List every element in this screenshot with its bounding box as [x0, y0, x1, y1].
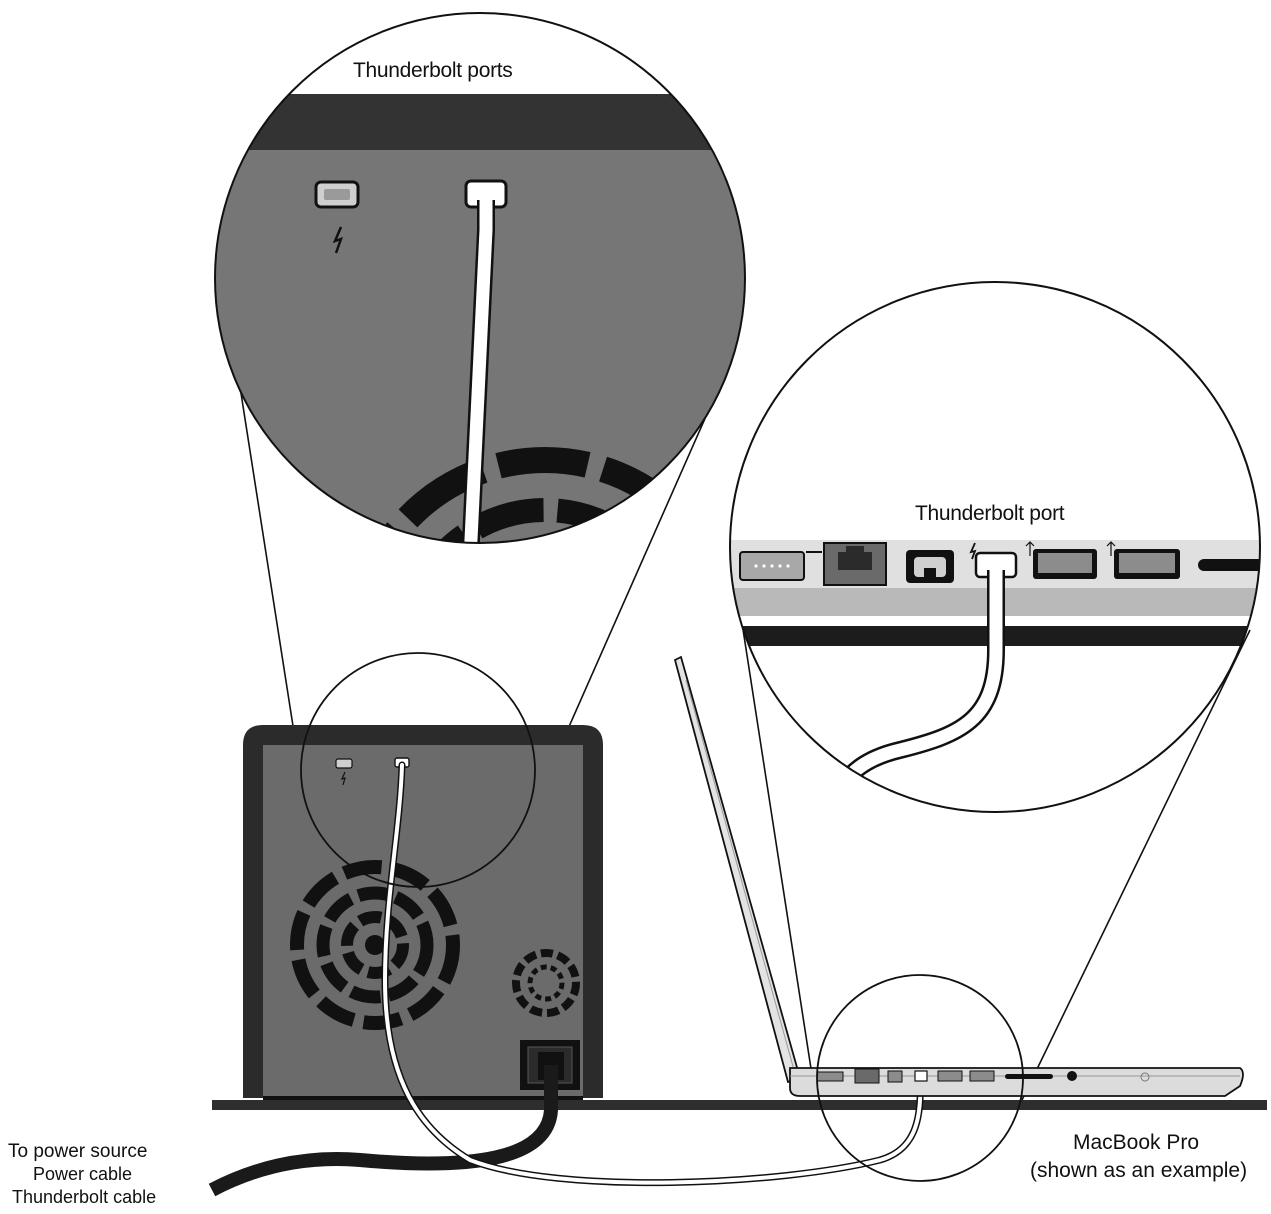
thunderbolt-cable-core [382, 763, 923, 1185]
laptop-base [789, 1067, 1244, 1097]
thunderbolt-port-label: Thunderbolt port [915, 502, 1065, 525]
usb-icon [1025, 541, 1035, 556]
zoom-guide-lines-laptop [739, 609, 1251, 1101]
macbook-pro-label: MacBook Pro [1073, 1131, 1200, 1154]
device-zoom-ring [300, 652, 536, 888]
power-cable [208, 1065, 558, 1197]
thunderbolt-icon [332, 226, 344, 254]
fan-grille-icon [290, 860, 460, 1030]
laptop-zoom-detail [729, 281, 1261, 813]
thunderbolt-ports-label: Thunderbolt ports [353, 59, 513, 82]
thunderbolt-cable-label: Thunderbolt cable [12, 1187, 157, 1207]
power-cable-label: Power cable [33, 1164, 133, 1184]
laptop-lid [673, 655, 802, 1084]
to-power-source-label: To power source [8, 1141, 148, 1162]
laptop-zoom-ring [816, 974, 1024, 1182]
shown-as-example-label: (shown as an example) [1030, 1159, 1248, 1182]
desk-surface [212, 1100, 1267, 1110]
device-vent-icon [512, 949, 580, 1017]
